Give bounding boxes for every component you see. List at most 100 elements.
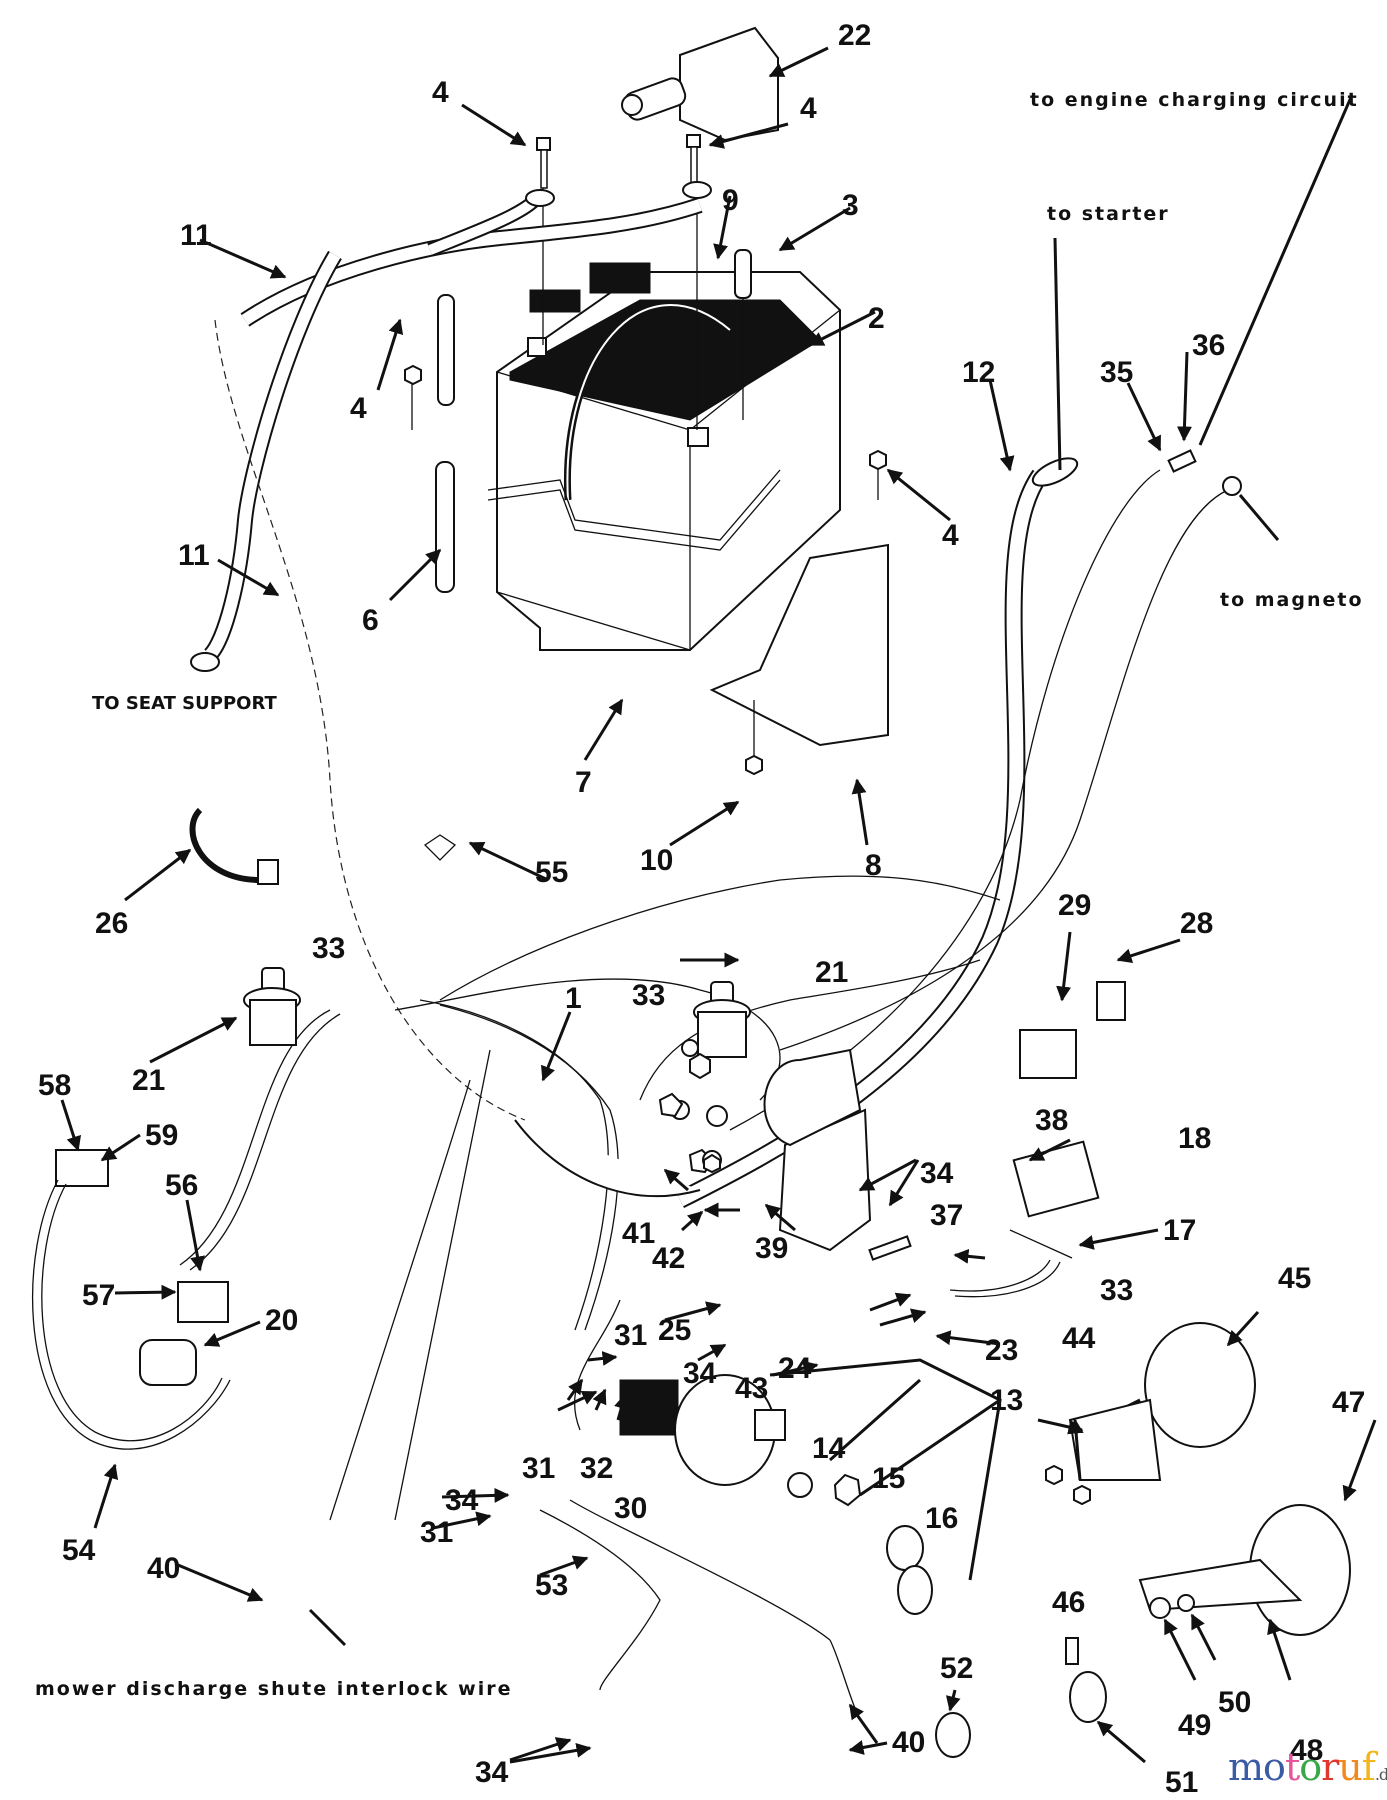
- wire-35: [729, 469, 1161, 1131]
- callout-50: 50: [1218, 1686, 1251, 1719]
- callout-52: 52: [940, 1652, 973, 1685]
- callout-3: 3: [842, 189, 859, 222]
- callout-41: 41: [622, 1217, 655, 1250]
- callout-18: 18: [1178, 1122, 1211, 1155]
- callout-40: 40: [147, 1552, 180, 1585]
- callout-6: 6: [362, 604, 379, 637]
- clip-55: [423, 834, 457, 861]
- switch-20: [139, 1339, 197, 1386]
- callout-20: 20: [265, 1304, 298, 1337]
- callout-11: 11: [180, 219, 212, 252]
- note-seat-support: TO SEAT SUPPORT: [92, 693, 278, 714]
- callout-33: 33: [312, 932, 345, 965]
- callout-49: 49: [1178, 1709, 1211, 1742]
- callout-25: 25: [658, 1314, 691, 1347]
- callout-11: 11: [178, 539, 210, 572]
- connector-30: [619, 1379, 679, 1436]
- callout-34: 34: [920, 1157, 954, 1190]
- callout-32: 32: [580, 1452, 613, 1485]
- callout-24: 24: [778, 1352, 812, 1385]
- callout-48: 48: [1290, 1734, 1323, 1767]
- callout-15: 15: [872, 1462, 905, 1495]
- switch-21-left: [243, 967, 301, 1046]
- callout-4: 4: [350, 392, 367, 425]
- wire-54: [32, 1179, 231, 1450]
- callout-42: 42: [652, 1242, 685, 1275]
- wm-letter: t: [1284, 1745, 1300, 1789]
- callout-47: 47: [1332, 1386, 1365, 1419]
- callout-8: 8: [865, 849, 882, 882]
- battery-cables-11: [190, 181, 712, 672]
- callout-2: 2: [868, 302, 885, 335]
- nuts-washers: [658, 1039, 728, 1174]
- callout-33: 33: [632, 979, 665, 1012]
- callout-56: 56: [165, 1169, 198, 1202]
- callout-23: 23: [985, 1334, 1018, 1367]
- main-harness-1: [179, 875, 1001, 1521]
- callout-34: 34: [445, 1484, 479, 1517]
- callout-22: 22: [838, 19, 871, 52]
- callout-14: 14: [812, 1432, 846, 1465]
- ground-path: [214, 319, 526, 1121]
- fuse-28: [1096, 981, 1126, 1021]
- callout-13: 13: [990, 1384, 1023, 1417]
- callout-28: 28: [1180, 907, 1213, 940]
- wm-letter: f: [1361, 1745, 1376, 1789]
- callout-53: 53: [535, 1569, 568, 1602]
- callout-1: 1: [565, 982, 582, 1015]
- note-starter: to starter: [1047, 203, 1170, 225]
- nut-46: [1045, 1464, 1091, 1506]
- connector-58: [55, 1149, 109, 1187]
- callout-34: 34: [683, 1357, 717, 1390]
- terminal-screw-3: [734, 249, 752, 299]
- wires-37: [949, 1259, 1061, 1298]
- callout-40: 40: [892, 1726, 925, 1759]
- tube-6: [435, 294, 455, 593]
- callout-59: 59: [145, 1119, 178, 1152]
- clamp-26: [189, 807, 279, 885]
- callout-29: 29: [1058, 889, 1091, 922]
- callout-57: 57: [82, 1279, 115, 1312]
- wm-letter: m: [1228, 1745, 1264, 1789]
- wm-letter: r: [1321, 1745, 1339, 1789]
- callout-31: 31: [522, 1452, 555, 1485]
- callout-51: 51: [1165, 1766, 1198, 1799]
- battery-cover-22: [621, 26, 779, 142]
- switch-21-right: [693, 981, 751, 1058]
- pointer-lines: [308, 94, 1354, 1647]
- alignment-lines: [411, 183, 879, 756]
- callout-31: 31: [420, 1516, 453, 1549]
- callout-17: 17: [1163, 1214, 1196, 1247]
- watermark-logo: motoruf.de: [1228, 1745, 1387, 1789]
- tie-17: [1009, 1229, 1073, 1259]
- grommet-52: [935, 1712, 971, 1758]
- callout-4: 4: [432, 76, 449, 109]
- fuse-holder-29: [1019, 1029, 1077, 1079]
- wm-letter: u: [1338, 1745, 1363, 1789]
- note-interlock-wire: mower discharge shute interlock wire: [35, 1678, 513, 1700]
- callout-46: 46: [1052, 1586, 1085, 1619]
- callout-26: 26: [95, 907, 128, 940]
- callout-30: 30: [614, 1492, 647, 1525]
- connector-57: [177, 1281, 229, 1323]
- callout-16: 16: [925, 1502, 958, 1535]
- bracket-44: [1068, 1398, 1162, 1481]
- callout-12: 12: [962, 356, 995, 389]
- note-engine-charging: to engine charging circuit: [1030, 89, 1359, 111]
- callout-44: 44: [1062, 1322, 1096, 1355]
- callout-31: 31: [614, 1319, 647, 1352]
- magneto-eyelet: [1222, 476, 1242, 496]
- wm-letter: o: [1263, 1745, 1286, 1789]
- callout-7: 7: [575, 766, 592, 799]
- note-magneto: to magneto: [1220, 589, 1364, 611]
- callout-9: 9: [722, 184, 739, 217]
- callout-10: 10: [640, 844, 673, 877]
- callout-21: 21: [132, 1064, 165, 1097]
- callout-35: 35: [1100, 356, 1133, 389]
- connector-36: [1167, 449, 1197, 473]
- wm-letter: o: [1299, 1745, 1322, 1789]
- callout-33: 33: [1100, 1274, 1133, 1307]
- callout-37: 37: [930, 1199, 963, 1232]
- ignition-switch: [674, 1374, 933, 1615]
